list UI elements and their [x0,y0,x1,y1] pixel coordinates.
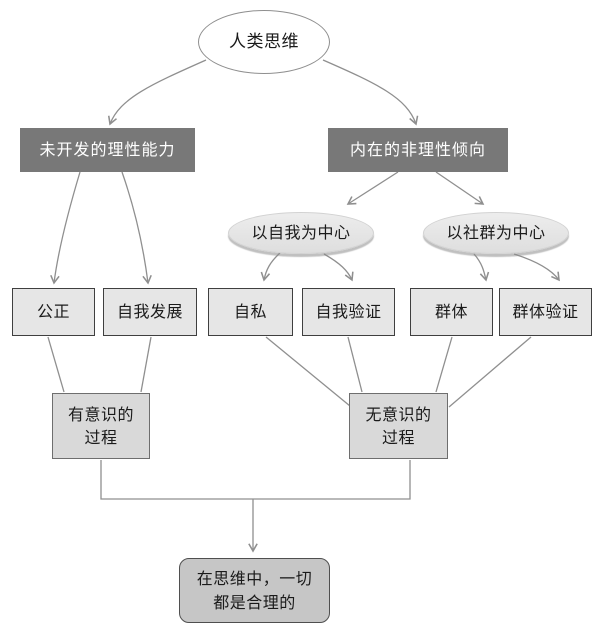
node-sociocentric: 以社群为中心 [423,212,569,254]
connector-group-to-unconscious [435,336,453,393]
connector-self-development-to-conscious [140,336,152,393]
connector-rational-to-self-development [121,171,152,285]
node-undeveloped-rational-capacity: 未开发的理性能力 [20,128,195,172]
connector-irrational-to-egocentric [346,171,399,205]
node-unconscious-process: 无意识的 过程 [349,393,448,459]
node-fairness: 公正 [12,288,95,336]
node-human-thinking: 人类思维 [198,10,330,74]
node-self-validation: 自我验证 [302,288,395,336]
connector-egocentric-to-selfishness [260,252,281,282]
node-group: 群体 [410,288,493,336]
node-group-validation: 群体验证 [499,288,592,336]
node-selfishness: 自私 [208,288,293,336]
node-conscious-process: 有意识的 过程 [52,393,150,459]
node-inherent-irrational-tendency: 内在的非理性倾向 [328,128,508,172]
connector-fairness-to-conscious [47,336,65,393]
node-self-development: 自我发展 [103,288,197,336]
node-conclusion: 在思维中，一切 都是合理的 [179,558,330,623]
connector-root-to-rational [107,59,207,126]
connector-sociocentric-to-group-validation [513,253,560,282]
connector-group-validation-to-unconscious [448,336,532,408]
connector-selfishness-to-unconscious [265,336,351,407]
connector-irrational-to-sociocentric [435,171,485,205]
connector-sociocentric-to-group [473,253,490,282]
connector-root-to-irrational [322,59,419,126]
connector-processes-join-elbow [100,460,411,500]
node-egocentric: 以自我为中心 [228,212,374,254]
connector-egocentric-to-self-validation [323,253,354,282]
connector-rational-to-fairness [50,171,81,285]
connector-self-validation-to-unconscious [347,336,363,393]
